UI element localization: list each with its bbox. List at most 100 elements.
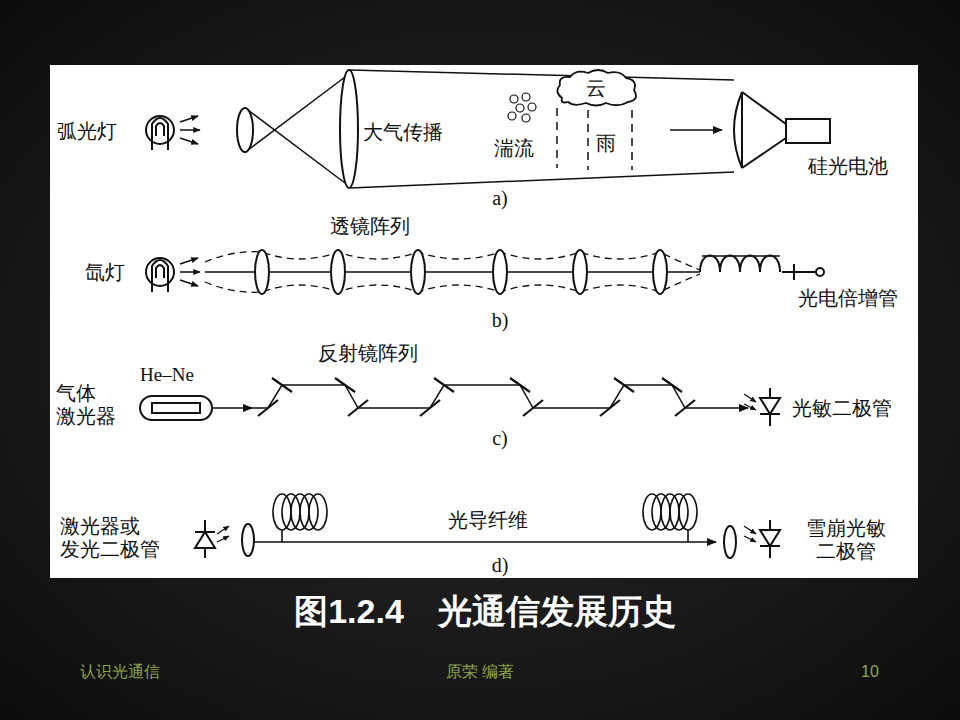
arc-lamp — [156, 123, 164, 136]
avalanche-photodiode — [760, 530, 780, 546]
turbulence — [508, 112, 516, 120]
rain-lines — [556, 108, 558, 168]
lens — [331, 250, 345, 294]
photodiode — [744, 404, 756, 410]
fiber-coil — [281, 530, 283, 542]
row-label: b) — [492, 309, 509, 332]
part-label: 湍流 — [494, 137, 534, 160]
page-number: 10 — [861, 663, 879, 681]
mirror-array — [675, 400, 695, 416]
optical-axis — [205, 271, 700, 273]
array-label: 反射镜阵列 — [318, 342, 418, 365]
rain-lines — [631, 110, 633, 170]
he-ne-laser — [140, 396, 212, 420]
mirror-array — [420, 400, 440, 416]
mirror-array — [510, 378, 530, 392]
light-rays — [180, 129, 200, 131]
mirror-array — [335, 378, 355, 392]
photomultiplier — [816, 268, 824, 276]
avalanche-photodiode — [744, 520, 780, 558]
lens — [724, 526, 736, 558]
arc-lamp — [146, 116, 174, 150]
footer-text: 认识光通信 — [80, 663, 160, 681]
receiver — [742, 92, 786, 124]
rain-lines — [557, 108, 632, 170]
avalanche-photodiode — [769, 546, 771, 558]
detector-label: 硅光电池 — [808, 155, 888, 178]
photomultiplier — [700, 256, 780, 273]
he-ne-laser — [140, 396, 212, 420]
turbulence — [528, 103, 536, 111]
detector-label: 雪崩光敏 二极管 — [800, 517, 892, 563]
light-rays — [180, 116, 198, 122]
beam-envelope — [205, 252, 700, 293]
lens-array — [255, 250, 667, 294]
beam — [350, 70, 734, 80]
mirror-array — [434, 378, 454, 392]
photodiode — [744, 394, 756, 402]
mirror-beam — [252, 385, 748, 408]
detector-label: 光电倍增管 — [798, 287, 898, 310]
detector-label: 光敏二极管 — [792, 397, 892, 420]
photomultiplier — [793, 264, 795, 280]
receiver — [786, 119, 830, 143]
arc-lamp — [152, 118, 168, 150]
row-label: d) — [492, 554, 509, 577]
fiber-label: 光导纤维 — [448, 509, 528, 532]
light-rays — [180, 116, 200, 144]
source-label: 氙灯 — [85, 261, 125, 284]
fiber — [254, 541, 716, 543]
arrow — [212, 407, 252, 409]
beam-envelope — [205, 252, 700, 270]
lens — [237, 108, 253, 152]
illustration — [140, 70, 830, 558]
light-rays — [180, 280, 198, 286]
lens — [411, 250, 425, 294]
xenon-lamp — [146, 258, 174, 292]
laser-diode — [195, 532, 215, 548]
source-label: 弧光灯 — [57, 120, 117, 143]
mirror-array — [272, 378, 292, 392]
avalanche-photodiode — [744, 526, 756, 534]
photomultiplier — [782, 271, 815, 273]
lens — [493, 250, 507, 294]
xenon-lamp — [156, 265, 164, 278]
lens — [573, 250, 587, 294]
photomultiplier — [700, 256, 824, 281]
avalanche-photodiode — [744, 536, 756, 542]
laser-type: He–Ne — [140, 364, 194, 386]
mirror-array — [523, 400, 543, 416]
turbulence — [522, 93, 530, 101]
laser-diode — [195, 520, 229, 558]
beam — [248, 110, 345, 183]
white-panel — [50, 65, 918, 578]
mirror-array — [614, 378, 634, 392]
beam-envelope — [205, 274, 700, 292]
turbulence — [516, 104, 524, 112]
arc-lamp — [146, 116, 174, 144]
xenon-lamp — [152, 260, 168, 292]
receiver — [741, 92, 743, 168]
row-label: c) — [492, 427, 508, 450]
mirror-array — [258, 400, 278, 416]
rain-lines — [587, 110, 589, 170]
fiber-loop — [309, 494, 327, 530]
avalanche-photodiode — [769, 520, 771, 530]
laser-diode — [204, 520, 206, 532]
source-label: 激光器或 发光二极管 — [60, 515, 172, 561]
laser-diode — [217, 536, 229, 542]
lens — [653, 250, 667, 294]
beam — [248, 77, 345, 150]
he-ne-laser — [152, 403, 200, 413]
receiver — [734, 92, 742, 168]
laser-diode — [204, 548, 206, 558]
array-label: 透镜阵列 — [330, 215, 410, 238]
beam — [350, 172, 734, 188]
figure-caption: 图1.2.4 光通信发展历史 — [294, 589, 676, 635]
big-lens — [340, 70, 358, 188]
beam — [248, 70, 734, 188]
mirror-array — [348, 400, 368, 416]
turbulence — [510, 95, 518, 103]
fiber-coil — [273, 494, 697, 542]
